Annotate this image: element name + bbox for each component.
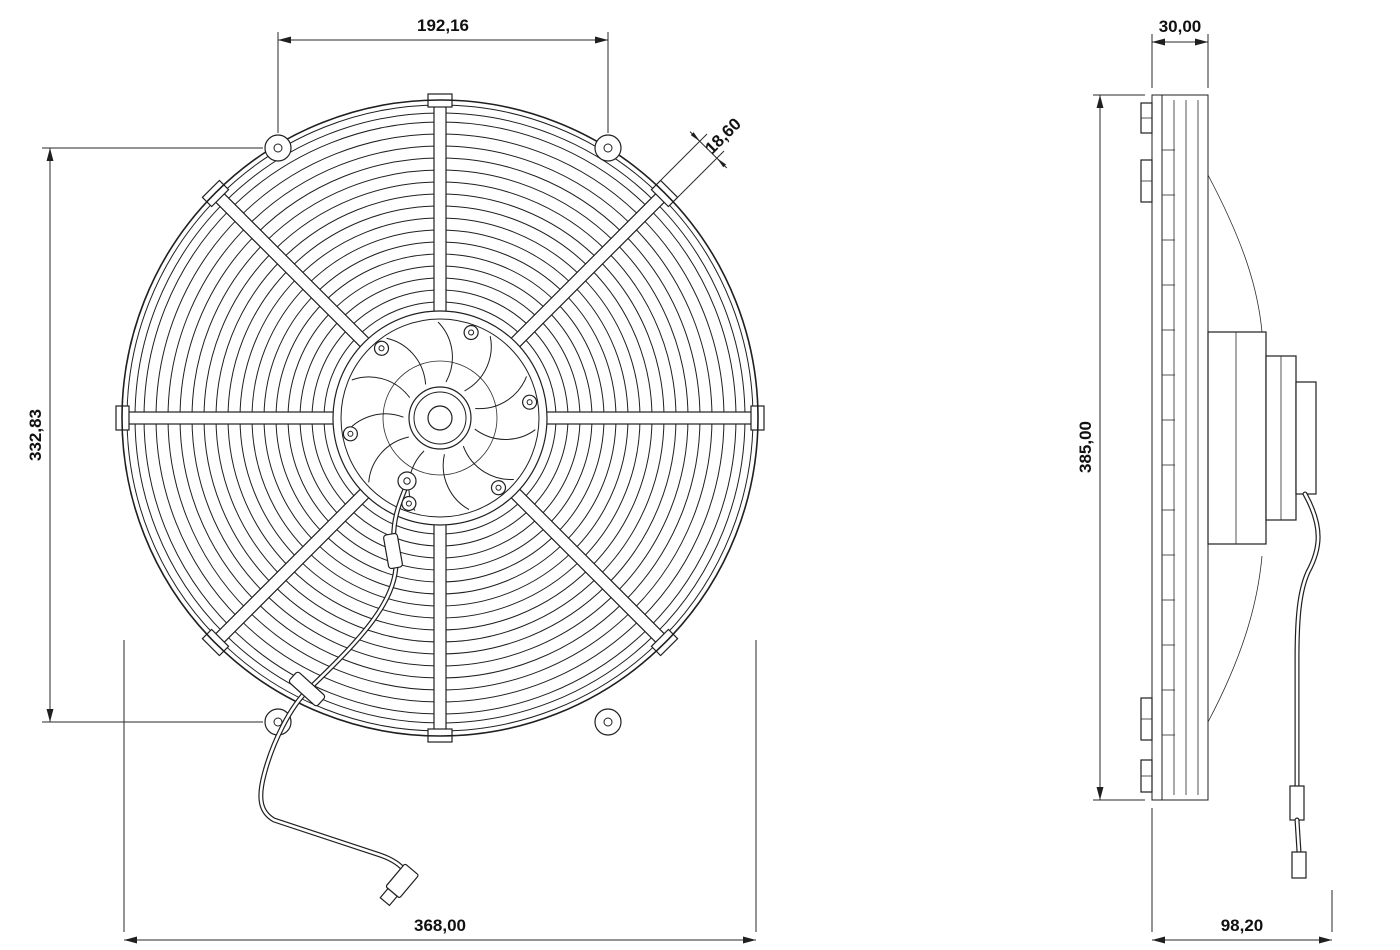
mounting-hole <box>594 134 622 162</box>
mounting-hole <box>264 134 292 162</box>
dim-label-overall-height: 385,00 <box>1076 421 1095 473</box>
mounting-hole <box>594 708 622 736</box>
dim-label-overall-depth: 98,20 <box>1221 916 1264 935</box>
grille-ring-ends <box>1162 149 1175 736</box>
dim-label-frame-depth: 30,00 <box>1159 17 1202 36</box>
cable-hook <box>397 471 417 491</box>
motor-hub <box>332 310 548 526</box>
cable-clamp <box>288 671 326 707</box>
dim-label-overall-width: 368,00 <box>414 916 466 935</box>
dim-label-mount-height: 332,83 <box>26 409 45 461</box>
side-motor <box>1207 331 1317 545</box>
blade-profile-bottom <box>1207 555 1263 723</box>
side-power-cable <box>1289 491 1321 879</box>
side-cable-connector <box>1291 851 1307 879</box>
fan-spokes <box>115 93 765 743</box>
dimension-overall-width: 368,00 <box>123 640 757 944</box>
blade-profile-top <box>1207 174 1263 333</box>
dimension-overall-depth: 98,20 <box>1151 808 1333 944</box>
shroud-outer-rim <box>121 99 759 737</box>
mounting-holes <box>264 134 622 736</box>
dimension-hole-spacing: 192,16 <box>277 16 609 133</box>
front-view: 192,16 18,60 332,83 368,00 <box>26 16 765 944</box>
dimension-mount-height: 332,83 <box>26 147 263 723</box>
dimension-frame-depth: 30,00 <box>1151 17 1209 88</box>
dim-label-hole-spacing: 192,16 <box>417 16 469 35</box>
cable-connector <box>379 863 419 907</box>
hub-screws <box>342 324 538 512</box>
dimension-clip-width: 18,60 <box>660 114 745 198</box>
power-cable <box>258 471 419 907</box>
side-view: 30,00 385,00 98,20 <box>1076 17 1333 944</box>
dimension-overall-height: 385,00 <box>1076 94 1145 801</box>
hub-center-hole <box>427 405 453 431</box>
cable-clamp <box>383 532 403 570</box>
side-mounting-clips <box>1140 102 1153 793</box>
side-cable-clamp <box>1289 785 1305 821</box>
fan-blades <box>344 321 536 511</box>
